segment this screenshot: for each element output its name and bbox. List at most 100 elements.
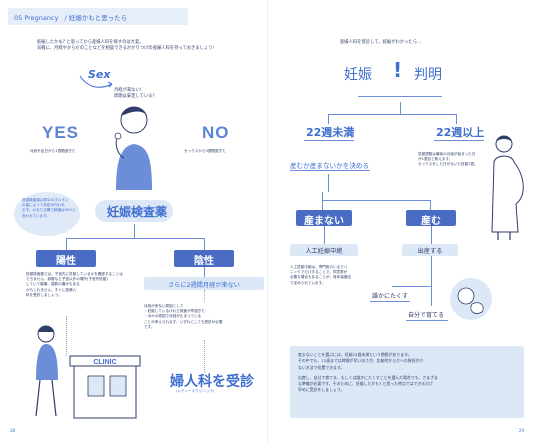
summary-text: 産まないことを選ぶには、妊娠22週未満という期限があります。 その中でも、12週… — [298, 352, 520, 394]
abortion-line: 必要な場合もあることが、母体保護法 — [290, 275, 352, 280]
negative-line: です。 — [144, 324, 155, 329]
pregnancy-title-group: 妊娠 ! 判明 — [344, 58, 454, 92]
intro-text: 妊娠したかも? と思ってから産婦人科を探すのは大変。 気軽に、月経やからだのこと… — [37, 40, 257, 52]
thought-line: 月経が来ない! — [114, 88, 142, 93]
abortion-text: 人工妊娠中絶は、専門医のいるクリ ニックでだけすることで。同意書が 必要な場合も… — [290, 265, 378, 286]
thought-line: 周期は安定している? — [114, 94, 155, 100]
delivery-label: 出産する — [402, 244, 458, 256]
abortion-label: 人工妊娠中絶 — [290, 244, 358, 256]
underline — [434, 140, 484, 141]
page-number: 29 — [518, 428, 524, 433]
judge-title: 判明 — [414, 67, 442, 83]
note-line: ます。かなり正確で精度は99%と — [22, 208, 77, 213]
not-birth-label: 産まない — [296, 210, 352, 227]
positive-line: 妊娠検査薬では、子宮内に妊娠しているかを確認することはできません。卵管など子宮以… — [26, 272, 123, 282]
section-title: / 妊娠かもと思ったら — [64, 14, 128, 22]
woman-illustration — [114, 106, 152, 190]
note-line: の量によって判定が行われ — [22, 203, 65, 208]
underline — [304, 140, 354, 141]
connector — [66, 238, 67, 250]
underline — [370, 301, 410, 302]
underline — [406, 320, 448, 321]
negative-line: ことが考えられます。いずれにしても受診が必要 — [144, 319, 223, 324]
intro-line: 気軽に、月経やからだのことなどを相談できるかかりつけの産婦人科を持っておきましょ… — [37, 46, 215, 52]
connector — [431, 226, 432, 244]
summary-line: その中でも、12週までは時間が早いほうが、比較的からだへの負担が少 — [298, 358, 424, 364]
over22-line: が1週目と数えます。 — [418, 157, 453, 162]
note-line: 言われています。 — [22, 213, 51, 218]
right-page: 産婦人科を受診して、妊娠がわかったら… 妊娠 ! 判明 22週未満 22週以上 … — [268, 0, 536, 444]
underline — [290, 170, 370, 171]
sex-arrow — [79, 75, 113, 88]
yes-caption: 月経予定日から1週間過ぎた — [30, 149, 76, 153]
summary-line: な準備が必要です。そのために、妊娠したかも? と思った時点ではできるだけ — [298, 381, 433, 386]
test-badge — [95, 200, 173, 222]
note-text: 妊娠検査薬は尿中のホルモン の量によって判定が行われ ます。かなり正確で精度は9… — [22, 198, 76, 219]
exclaim-mark: ! — [393, 58, 403, 82]
visit-subtitle: (レディースクリニック) — [176, 389, 215, 393]
connector — [322, 200, 323, 210]
abortion-line: ニックでだけすることで。同意書が — [290, 270, 348, 275]
abortion-line: で定められています。 — [290, 280, 326, 285]
negative-text: 月経が来ない原因として ・妊娠しているけれど検査が早過ぎた ・ほかの原因で月経が… — [144, 304, 262, 330]
connector — [430, 200, 431, 210]
connector — [134, 224, 135, 238]
negative-line: ・妊娠しているけれど検査が早過ぎた — [144, 309, 205, 314]
connector — [431, 256, 432, 306]
note-line: 妊娠検査薬は尿中のホルモン — [22, 198, 69, 202]
negative-line: 月経が来ない原因として — [144, 304, 184, 308]
test-title: 妊娠検査薬 — [107, 205, 168, 219]
clinic-sign: CLINIC — [93, 359, 116, 366]
connector — [328, 114, 329, 124]
negative-line: ・ほかの原因で月経が止まっている — [144, 314, 202, 319]
positive-label: 陽性 — [36, 250, 96, 267]
raise-label: 自分で育てる — [408, 312, 445, 319]
positive-text: 妊娠検査薬では、子宮内に妊娠しているかを確認することはできません。卵管など子宮以… — [26, 272, 126, 298]
abortion-line: 人工妊娠中絶は、専門医のいるクリ — [290, 265, 348, 269]
connector — [204, 238, 205, 250]
dotted-connector — [204, 290, 205, 302]
pregnant-woman-illustration — [491, 135, 524, 240]
visit-title: 婦人科を受診 — [170, 374, 254, 390]
intro-line: 妊娠したかも? と思ってから産婦人科を探すのは大変。 — [37, 40, 144, 45]
connector — [324, 226, 325, 244]
over22-label: 22週以上 — [436, 126, 485, 139]
connector — [328, 174, 329, 192]
over22-text: 妊娠週数は最後の月経が始まった日 が1週目と数えます。 セックスをした日がないた… — [418, 152, 502, 168]
summary-line: 早めに受診をしましょう。 — [298, 387, 345, 393]
page-number: 28 — [10, 428, 16, 433]
summary-line: ない方法で処置できます。 — [298, 364, 345, 370]
connector — [328, 114, 456, 115]
positive-line: 科を受診しましょう。 — [26, 292, 62, 297]
section-number: 05 Pregnancy — [14, 14, 59, 22]
dotted-connector — [66, 316, 67, 356]
under22-caption: 産むか産まないかを決める — [290, 162, 370, 170]
underline — [358, 96, 442, 97]
under22-label: 22週未満 — [306, 126, 355, 139]
pregnancy-title: 妊娠 — [344, 67, 372, 83]
note-bubble — [14, 192, 80, 236]
connector — [204, 267, 205, 277]
clinic-illustration: CLINIC — [35, 325, 141, 419]
over22-line: セックスをした日がないた妊娠2週。 — [418, 162, 478, 167]
thought-bubble: 月経が来ない! 周期は安定している? — [114, 88, 155, 100]
no-caption: セックスから3週間過ぎた — [184, 149, 226, 153]
adoption-label: 誰かにたくす — [372, 293, 409, 300]
positive-line: かもしれません。すぐに産婦人 — [26, 287, 77, 292]
positive-line: していて腹痛、複数の痛みもある — [26, 282, 80, 287]
connector — [66, 238, 204, 239]
no-label: NO — [202, 123, 230, 142]
retest-badge: さらに2週間月経が来ない — [144, 277, 264, 290]
connector — [400, 102, 401, 114]
over22-line: 妊娠週数は最後の月経が始まった日 — [418, 152, 476, 156]
yes-label: YES — [42, 123, 80, 142]
negative-label: 陰性 — [174, 250, 234, 267]
connector — [392, 286, 432, 287]
baby-illustration — [450, 278, 492, 320]
summary-line: 産まないことを選ぶには、妊娠22週未満という期限があります。 — [298, 352, 412, 357]
left-page: 05 Pregnancy / 妊娠かもと思ったら 妊娠したかも? と思ってから産… — [8, 8, 264, 433]
sex-label: Sex — [88, 68, 111, 81]
right-header: 産婦人科を受診して、妊娠がわかったら… — [340, 40, 422, 45]
connector — [456, 114, 457, 124]
birth-label: 産む — [406, 210, 456, 227]
